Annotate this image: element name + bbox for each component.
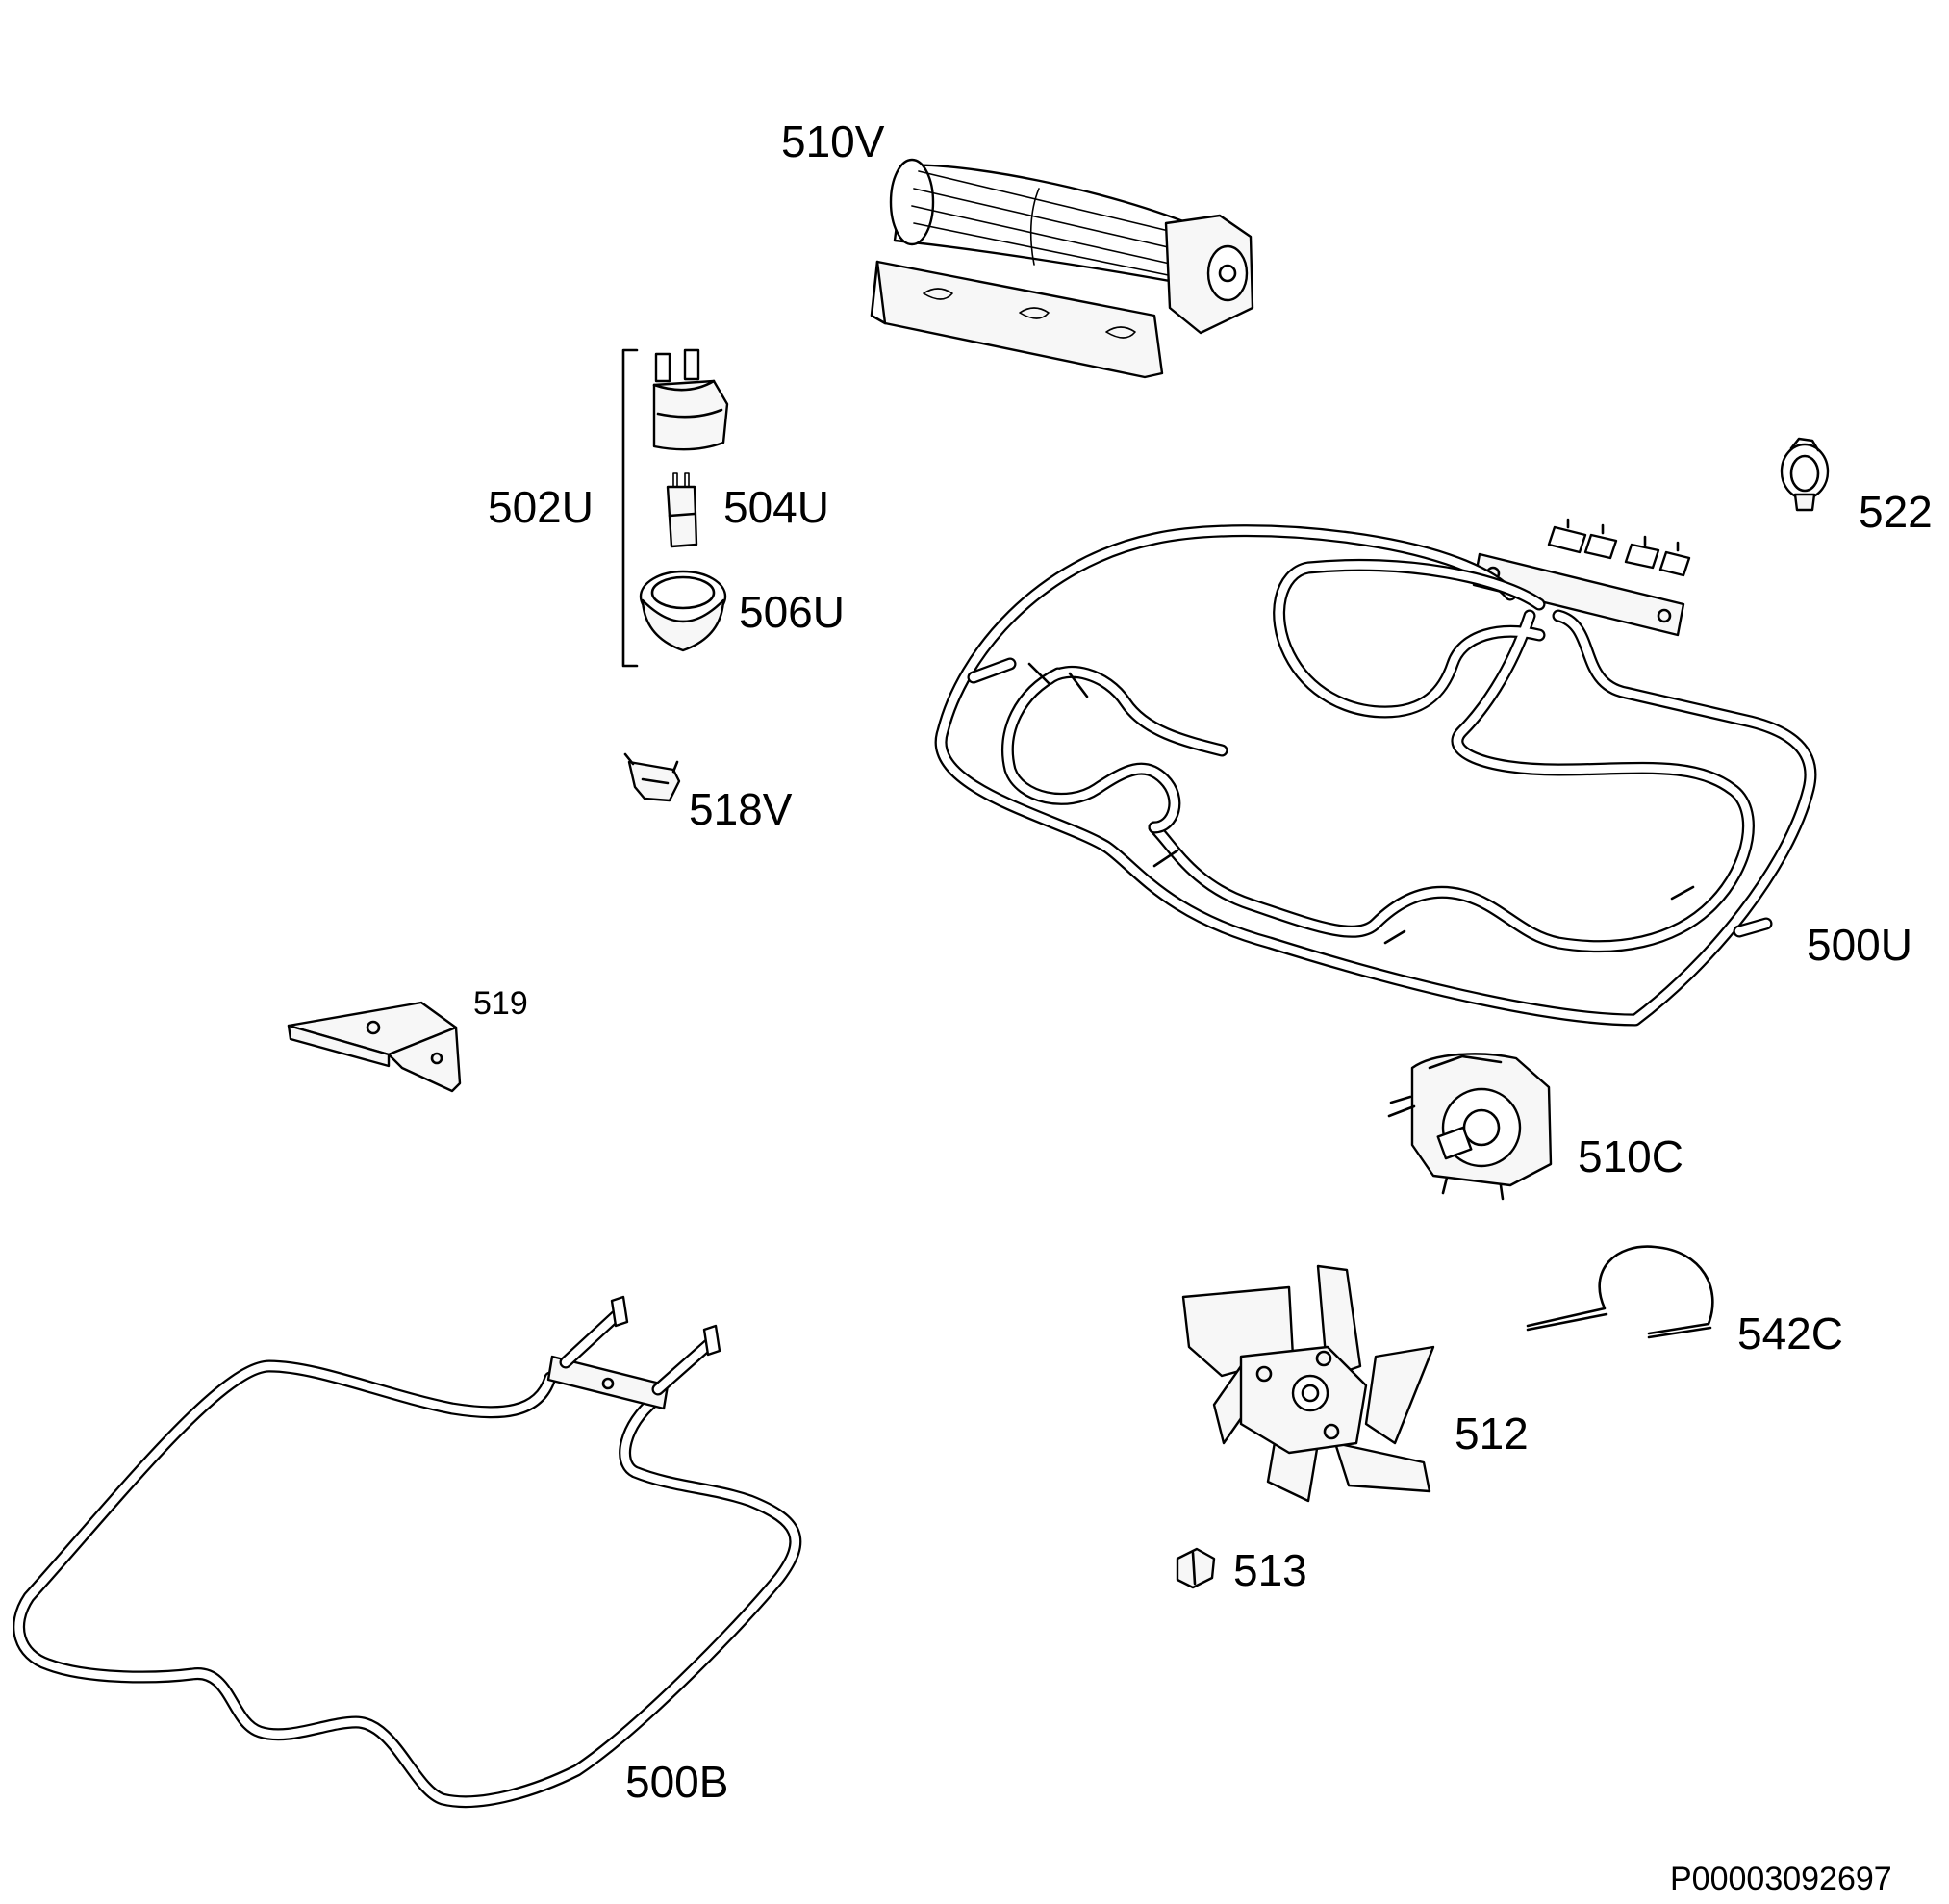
label-518v: 518V bbox=[689, 784, 793, 834]
part-518v-clip bbox=[623, 752, 681, 802]
label-512: 512 bbox=[1455, 1409, 1529, 1459]
label-542c: 542C bbox=[1737, 1308, 1843, 1358]
drawing-reference-code: P00003092697 bbox=[1670, 1861, 1892, 1897]
part-542c-spring-clip bbox=[1526, 1245, 1714, 1339]
part-513-nut bbox=[1176, 1547, 1216, 1589]
label-506u: 506U bbox=[739, 587, 845, 637]
part-510v-tangential-fan bbox=[870, 158, 1254, 379]
label-522: 522 bbox=[1859, 487, 1933, 537]
label-510v: 510V bbox=[781, 116, 885, 166]
label-510c: 510C bbox=[1578, 1131, 1683, 1181]
label-500u: 500U bbox=[1807, 920, 1912, 970]
part-500b-bottom-heating-element bbox=[13, 1295, 802, 1809]
label-513: 513 bbox=[1233, 1545, 1307, 1595]
label-500b: 500B bbox=[625, 1757, 728, 1807]
label-504u: 504U bbox=[723, 482, 829, 532]
part-512-fan-impeller bbox=[1181, 1264, 1435, 1503]
label-502u: 502U bbox=[488, 482, 594, 532]
part-504u-lamp-bulb bbox=[666, 472, 698, 548]
part-519-bracket bbox=[287, 1001, 462, 1093]
part-502u-lamp-holder bbox=[652, 348, 729, 451]
part-522-clamp bbox=[1780, 437, 1830, 512]
part-506u-lamp-cover bbox=[639, 570, 727, 652]
part-500u-top-heating-element bbox=[934, 518, 1817, 1027]
label-519: 519 bbox=[473, 985, 528, 1022]
part-510c-fan-motor bbox=[1387, 1053, 1553, 1201]
group-bracket-502u bbox=[621, 348, 639, 668]
